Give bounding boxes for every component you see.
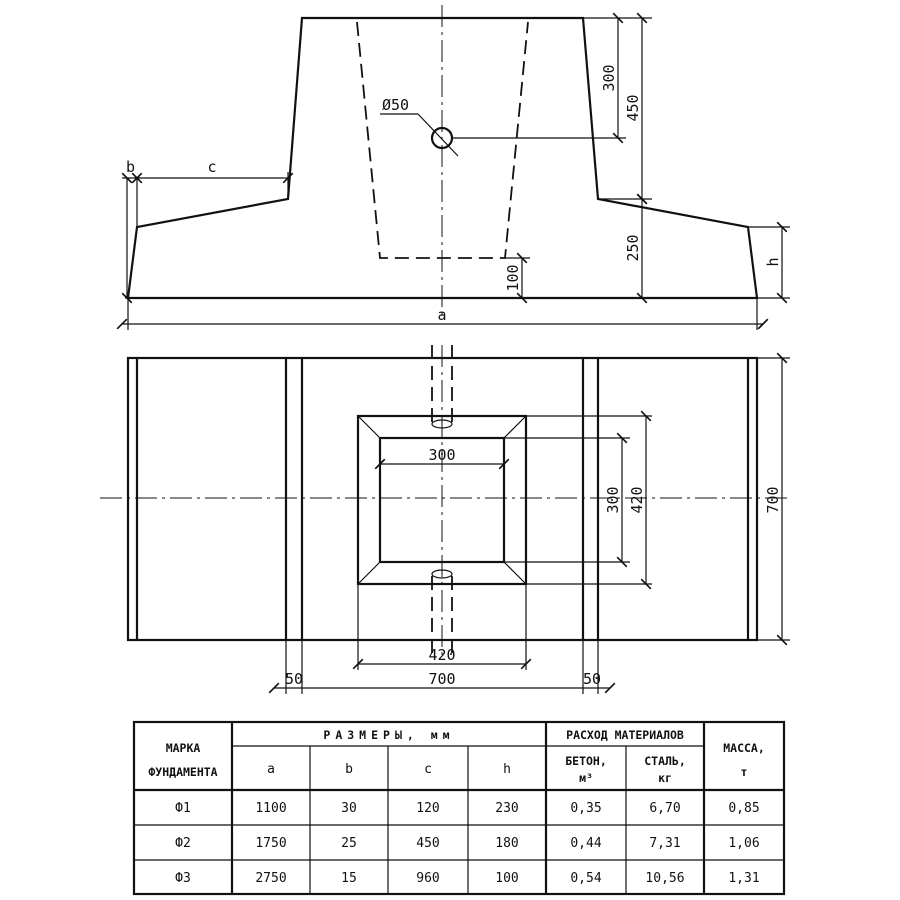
table-cell: Ф3 [175,871,191,886]
table-cell: 6,70 [649,801,680,816]
dim-450-elevation: 450 [624,94,642,121]
elevation-view: Ø50 300 450 250 100 h b c a [116,5,790,330]
header-mass-line2: т [741,765,748,779]
dim-300-elevation: 300 [600,64,618,91]
table-cell: 2750 [255,871,286,886]
table-cell: Ф1 [175,801,191,816]
dim-300-plan-vertical: 300 [604,486,622,513]
header-mark-line2: ФУНДАМЕНТА [148,765,217,779]
hole-diameter-label: Ø50 [382,96,409,114]
col-header-h: h [503,762,511,777]
header-materials: РАСХОД МАТЕРИАЛОВ [566,728,684,742]
dim-700-plan-horizontal: 700 [428,670,455,688]
header-mass-line1: МАССА, [723,741,765,755]
col-header-concrete-line1: БЕТОН, [565,754,607,768]
dim-c-elevation: c [207,158,216,176]
col-header-b: b [345,762,353,777]
col-header-concrete-line2: м³ [579,771,593,785]
table-cell: 1,31 [728,871,759,886]
table-cell: 15 [341,871,357,886]
col-header-steel-line2: кг [658,771,672,785]
dim-100-elevation: 100 [504,264,522,291]
table-cell: 0,44 [570,836,601,851]
table-cell: 0,54 [570,871,601,886]
table-cell: 7,31 [649,836,680,851]
table-cell: 960 [416,871,439,886]
dim-50-plan-left: 50 [285,670,303,688]
dim-b-elevation: b [126,158,135,176]
dim-250-elevation: 250 [624,234,642,261]
table-cell: Ф2 [175,836,191,851]
col-header-steel-line1: СТАЛЬ, [644,754,686,768]
dim-700-plan-vertical: 700 [764,486,782,513]
table-cell: 100 [495,871,518,886]
dim-a-elevation: a [437,306,446,324]
table-cell: 1,06 [728,836,759,851]
table-cell: 120 [416,801,439,816]
col-header-a: a [267,762,275,777]
table-cell: 0,85 [728,801,759,816]
table-cell: 25 [341,836,357,851]
table-cell: 10,56 [645,871,684,886]
table-cell: 450 [416,836,439,851]
dim-300-plan-horizontal: 300 [428,446,455,464]
table-cell: 1100 [255,801,286,816]
specification-table: МАРКА ФУНДАМЕНТА РАЗМЕРЫ, мм РАСХОД МАТЕ… [132,720,786,896]
col-header-c: c [424,762,432,777]
dim-420-plan-horizontal: 420 [428,646,455,664]
table-cell: 0,35 [570,801,601,816]
dim-h-elevation: h [764,257,782,266]
table-cell: 30 [341,801,357,816]
table-cell: 1750 [255,836,286,851]
plan-view: 300 300 420 700 420 700 50 50 [100,345,790,694]
dim-50-plan-right: 50 [583,670,601,688]
header-sizes: РАЗМЕРЫ, мм [323,728,454,742]
header-mark-line1: МАРКА [166,741,201,755]
table-cell: 230 [495,801,518,816]
table-cell: 180 [495,836,518,851]
dim-420-plan-vertical: 420 [628,486,646,513]
